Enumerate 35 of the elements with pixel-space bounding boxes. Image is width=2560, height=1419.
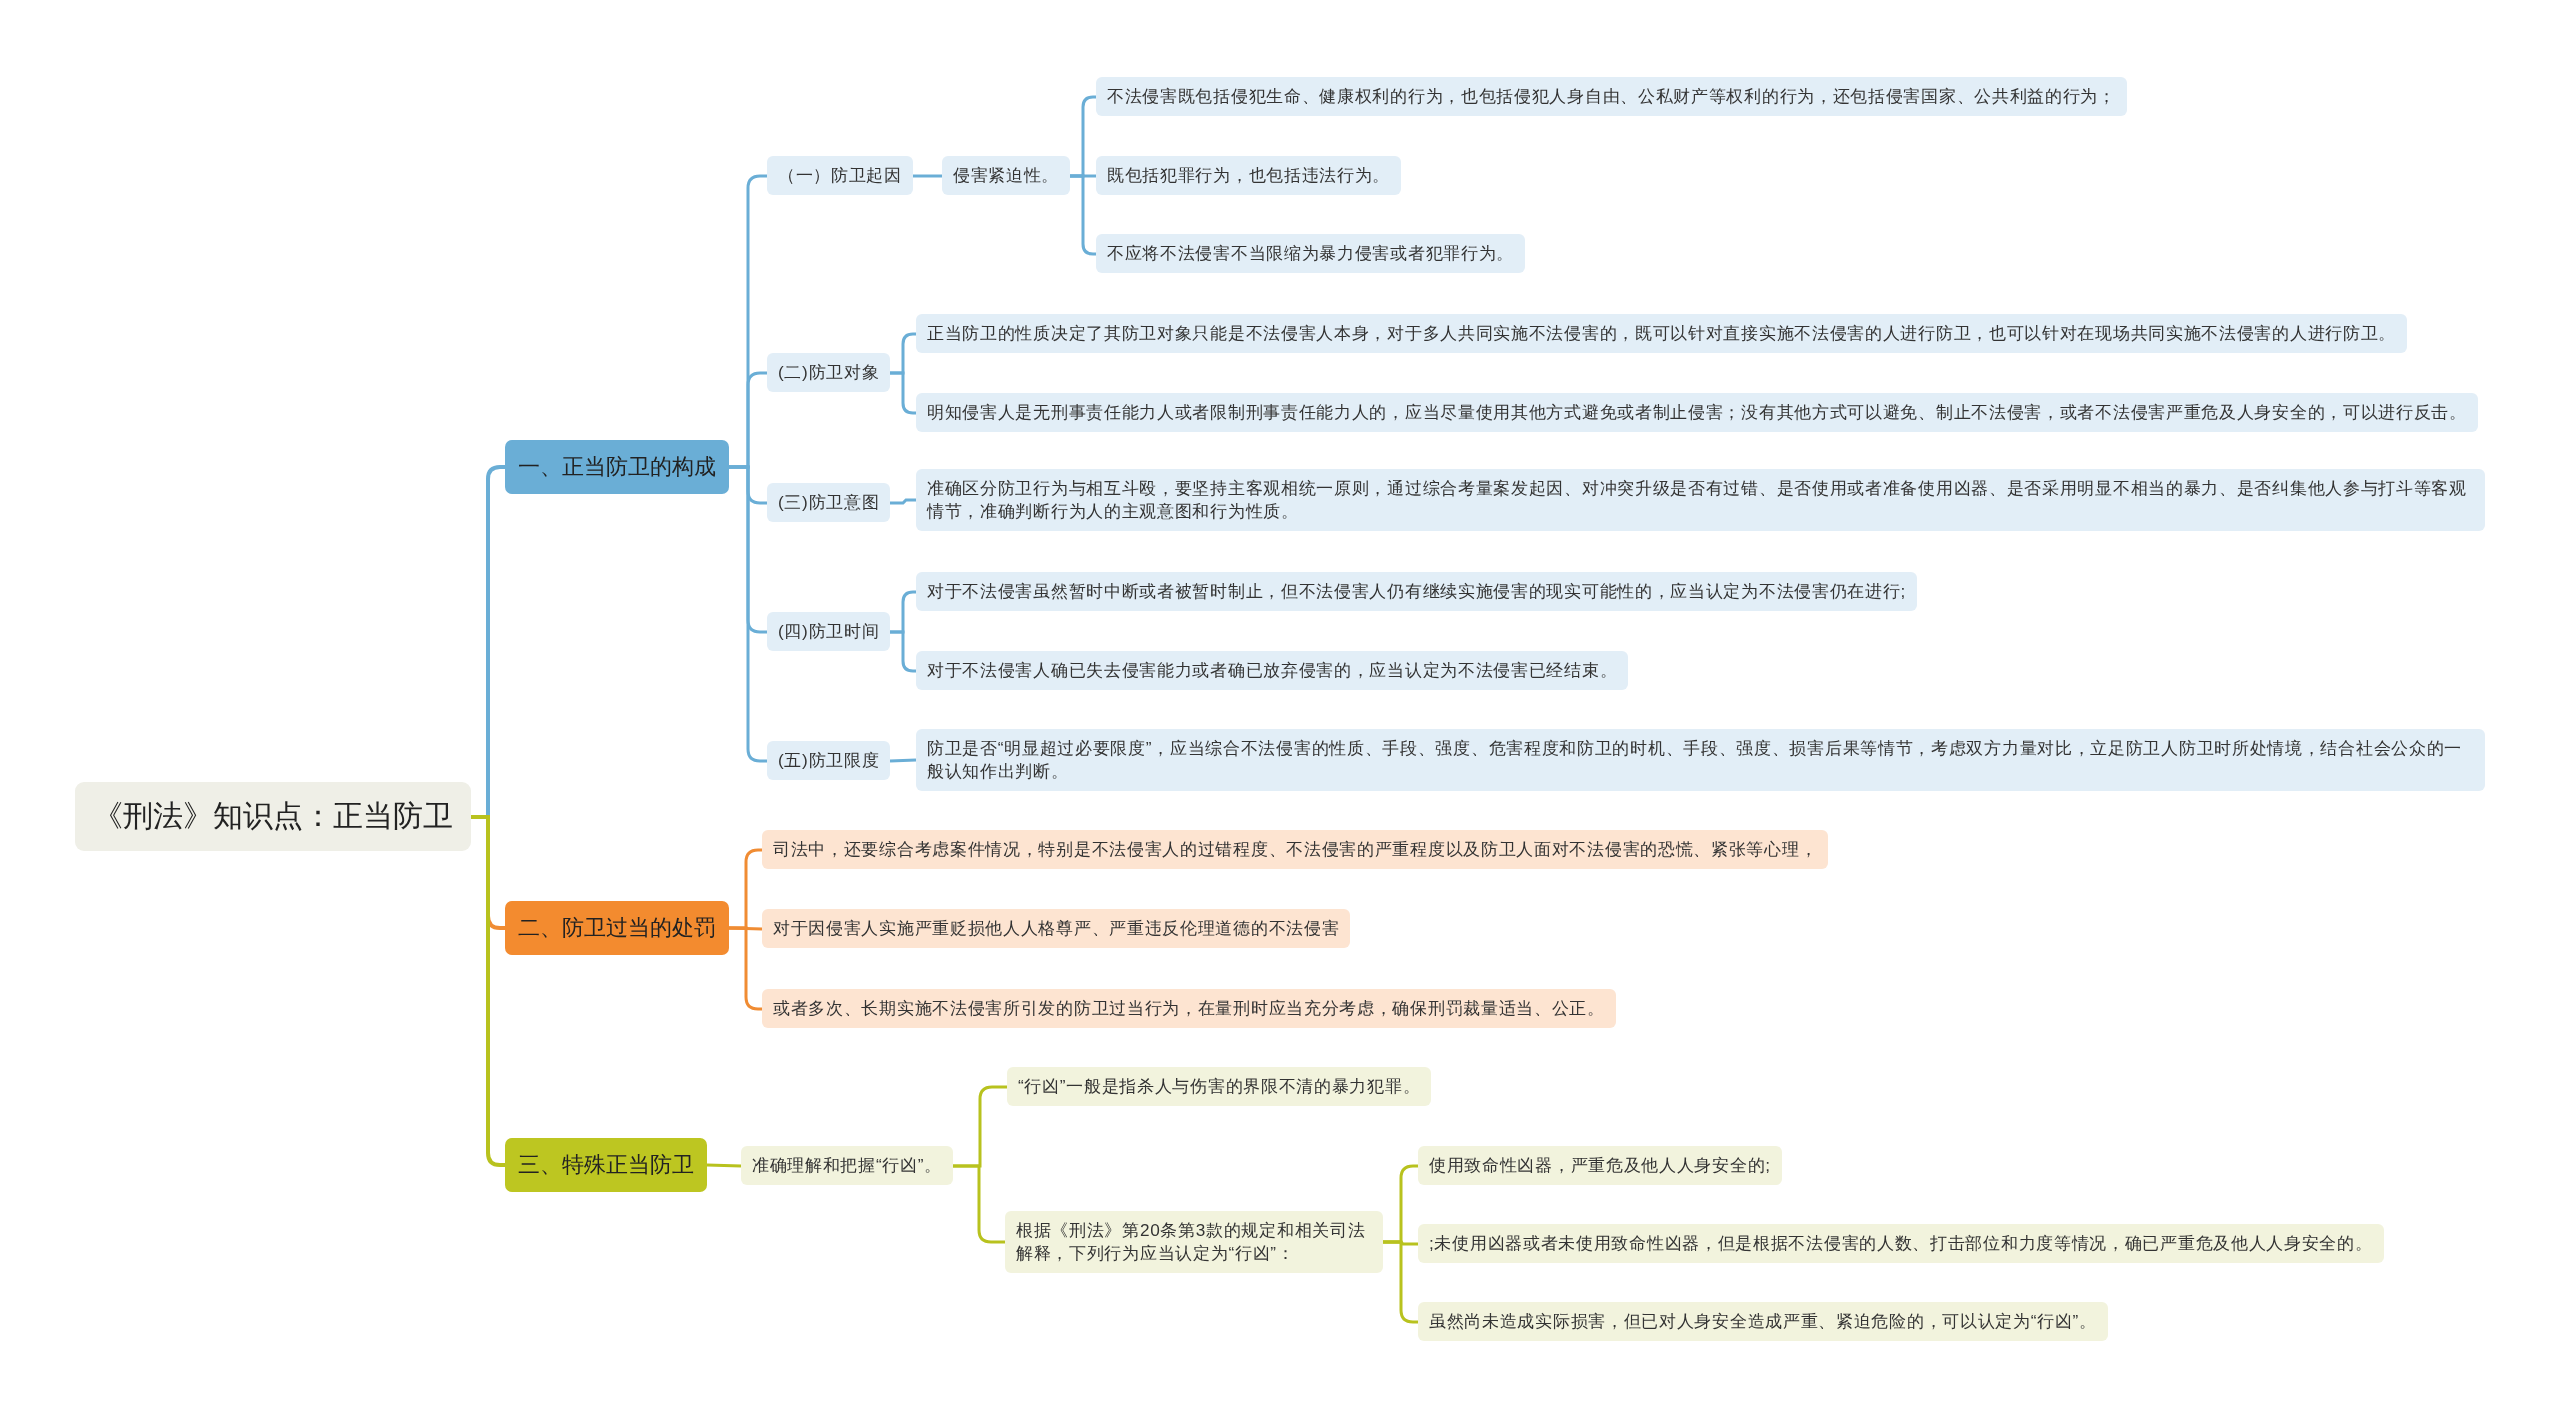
subtopic: 对于不法侵害虽然暂时中断或者被暂时制止，但不法侵害人仍有继续实施侵害的现实可能性的，应当认定为不法侵害仍在进行; bbox=[916, 572, 1917, 612]
connector-line bbox=[890, 371, 916, 415]
connector-line bbox=[890, 630, 916, 673]
connector-line bbox=[913, 174, 942, 178]
subtopic: 侵害紧迫性。 bbox=[942, 156, 1071, 196]
subtopic: (四)防卫时间 bbox=[767, 612, 891, 652]
subtopic: 司法中，还要综合考虑案件情况，特别是不法侵害人的过错程度、不法侵害的严重程度以及防卫人面对不法侵害的恐慌、紧张等心理， bbox=[762, 830, 1829, 870]
subtopic: （一）防卫起因 bbox=[767, 156, 913, 196]
subtopic: 正当防卫的性质决定了其防卫对象只能是不法侵害人本身，对于多人共同实施不法侵害的，既可以针对直接实施不法侵害的人进行防卫，也可以针对在现场共同实施不法侵害的人进行防卫。 bbox=[916, 314, 2408, 354]
subtopic: (三)防卫意图 bbox=[767, 483, 891, 523]
subtopic: 或者多次、长期实施不法侵害所引发的防卫过当行为，在量刑时应当充分考虑，确保刑罚裁量适当、公正。 bbox=[762, 989, 1616, 1029]
subtopic: 不应将不法侵害不当限缩为暴力侵害或者犯罪行为。 bbox=[1096, 234, 1526, 274]
subtopic: 根据《刑法》第20条第3款的规定和相关司法解释，下列行为应当认定为“行凶”： bbox=[1005, 1211, 1383, 1274]
subtopic: (五)防卫限度 bbox=[767, 741, 891, 781]
subtopic: 准确理解和把握“行凶”。 bbox=[741, 1146, 953, 1186]
main-topic: 二、防卫过当的处罚 bbox=[505, 901, 729, 955]
subtopic: 虽然尚未造成实际损害，但已对人身安全造成严重、紧迫危险的，可以认定为“行凶”。 bbox=[1418, 1302, 2108, 1342]
connector-line bbox=[953, 1164, 1005, 1244]
subtopic: “行凶”一般是指杀人与伤害的界限不清的暴力犯罪。 bbox=[1007, 1067, 1432, 1107]
subtopic: 既包括犯罪行为，也包括违法行为。 bbox=[1096, 156, 1402, 196]
subtopic: 准确区分防卫行为与相互斗殴，要坚持主客观相统一原则，通过综合考量案发起因、对冲突升级是否有过错、是否使用或者准备使用凶器、是否采用明显不相当的暴力、是否纠集他人参与打斗等客观情节，准确判断行为人的主观意图和行为性质。 bbox=[916, 469, 2485, 532]
subtopic: ;未使用凶器或者未使用致命性凶器，但是根据不法侵害的人数、打击部位和力度等情况，确已严重危及他人人身安全的。 bbox=[1418, 1224, 2384, 1264]
connector-line bbox=[706, 1163, 742, 1168]
main-topic: 三、特殊正当防卫 bbox=[505, 1138, 707, 1192]
subtopic: 明知侵害人是无刑事责任能力人或者限制刑事责任能力人的，应当尽量使用其他方式避免或者制止侵害；没有其他方式可以避免、制止不法侵害，或者不法侵害严重危及人身安全的，可以进行反击。 bbox=[916, 393, 2478, 433]
connector-line bbox=[890, 498, 916, 505]
subtopic: 防卫是否“明显超过必要限度”，应当综合不法侵害的性质、手段、强度、危害程度和防卫的时机、手段、强度、损害后果等情节，考虑双方力量对比，立足防卫人防卫时所处情境，结合社会公众的一般认知作出判断。 bbox=[916, 729, 2485, 792]
subtopic: 对于不法侵害人确已失去侵害能力或者确已放弃侵害的，应当认定为不法侵害已经结束。 bbox=[916, 651, 1629, 691]
subtopic: 不法侵害既包括侵犯生命、健康权利的行为，也包括侵犯人身自由、公私财产等权利的行为，还包括侵害国家、公共利益的行为； bbox=[1096, 77, 2127, 117]
central-topic: 《刑法》知识点：正当防卫 bbox=[75, 782, 471, 851]
connector-line bbox=[889, 758, 917, 763]
main-topic: 一、正当防卫的构成 bbox=[505, 440, 729, 494]
subtopic: 使用致命性凶器，严重危及他人人身安全的; bbox=[1418, 1146, 1782, 1186]
subtopic: 对于因侵害人实施严重贬损他人人格尊严、严重违反伦理道德的不法侵害 bbox=[762, 909, 1351, 949]
subtopic: (二)防卫对象 bbox=[767, 353, 891, 393]
